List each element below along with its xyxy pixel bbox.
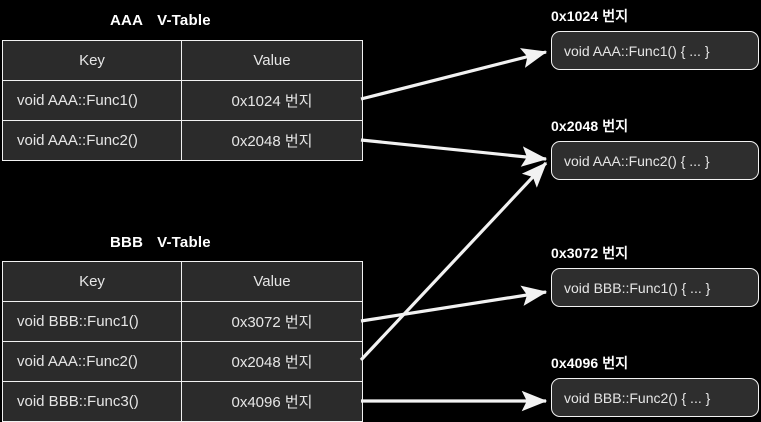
- mem-0x1024-box: void AAA::Func1() { ... }: [551, 31, 759, 70]
- bbb-row1-value: 0x2048 번지: [181, 341, 363, 382]
- bbb-row2-value: 0x4096 번지: [181, 381, 363, 422]
- mem-0x4096-box: void BBB::Func2() { ... }: [551, 378, 759, 417]
- mem-0x2048-body: void AAA::Func2() { ... }: [564, 152, 710, 169]
- aaa-vtable-suffix: V-Table: [157, 12, 211, 29]
- aaa-row1-value: 0x2048 번지: [181, 120, 363, 161]
- table-row: void AAA::Func2() 0x2048 번지: [2, 341, 363, 382]
- mem-0x1024-body: void AAA::Func1() { ... }: [564, 42, 710, 59]
- aaa-vtable: Key Value void AAA::Func1() 0x1024 번지 vo…: [2, 40, 363, 161]
- mem-0x1024-address-label: 0x1024 번지: [551, 8, 629, 24]
- bbb-class-name: BBB: [110, 234, 144, 251]
- table-row: void BBB::Func3() 0x4096 번지: [2, 381, 363, 422]
- aaa-column-header-key: Key: [2, 40, 182, 81]
- bbb-row2-key: void BBB::Func3(): [2, 381, 182, 422]
- aaa-vtable-title: AAA V-Table: [110, 12, 211, 29]
- aaa-row0-value: 0x1024 번지: [181, 80, 363, 121]
- mem-0x4096-body: void BBB::Func2() { ... }: [564, 389, 711, 406]
- aaa-row1-key: void AAA::Func2(): [2, 120, 182, 161]
- table-header-row: Key Value: [2, 261, 363, 302]
- bbb-row0-key: void BBB::Func1(): [2, 301, 182, 342]
- mem-0x2048-address-label: 0x2048 번지: [551, 118, 629, 134]
- mem-0x3072-address-label: 0x3072 번지: [551, 245, 629, 261]
- aaa-column-header-value: Value: [181, 40, 363, 81]
- table-row: void AAA::Func2() 0x2048 번지: [2, 120, 363, 161]
- bbb-vtable-suffix: V-Table: [157, 234, 211, 251]
- bbb-row1-key: void AAA::Func2(): [2, 341, 182, 382]
- bbb-row0-value: 0x3072 번지: [181, 301, 363, 342]
- bbb-column-header-value: Value: [181, 261, 363, 302]
- bbb-vtable-title: BBB V-Table: [110, 234, 211, 251]
- arrow-bbb-aaafunc2-to-0x2048: [359, 161, 548, 362]
- aaa-class-name: AAA: [110, 12, 144, 29]
- mem-0x4096-address-label: 0x4096 번지: [551, 355, 629, 371]
- arrow-aaa-func2-to-0x2048: [360, 138, 548, 167]
- bbb-vtable: Key Value void BBB::Func1() 0x3072 번지 vo…: [2, 261, 363, 422]
- table-row: void AAA::Func1() 0x1024 번지: [2, 80, 363, 121]
- table-row: void BBB::Func1() 0x3072 번지: [2, 301, 363, 342]
- mem-0x3072-box: void BBB::Func1() { ... }: [551, 268, 759, 307]
- arrow-bbb-func1-to-0x3072: [360, 285, 548, 323]
- table-header-row: Key Value: [2, 40, 363, 81]
- aaa-row0-key: void AAA::Func1(): [2, 80, 182, 121]
- arrow-aaa-func1-to-0x1024: [360, 48, 548, 101]
- mem-0x3072-body: void BBB::Func1() { ... }: [564, 279, 711, 296]
- mem-0x2048-box: void AAA::Func2() { ... }: [551, 141, 759, 180]
- bbb-column-header-key: Key: [2, 261, 182, 302]
